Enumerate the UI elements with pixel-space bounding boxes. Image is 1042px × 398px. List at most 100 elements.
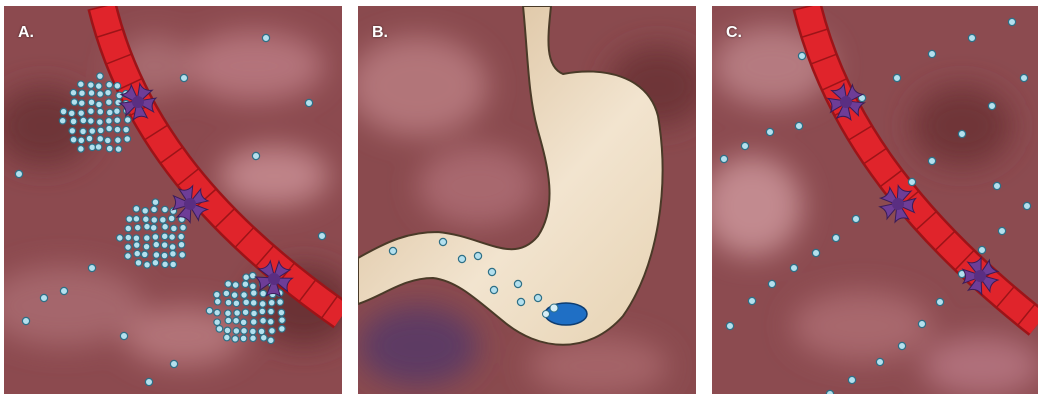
drug-particle	[812, 249, 819, 256]
drug-particle	[242, 281, 249, 288]
drug-particle	[250, 300, 257, 307]
drug-particle	[260, 334, 267, 341]
drug-particle	[60, 108, 67, 115]
drug-particle	[115, 99, 122, 106]
drug-particle	[141, 251, 148, 258]
panel-c: C.	[712, 6, 1038, 394]
drug-particle	[168, 215, 175, 222]
drug-particle	[279, 325, 286, 332]
drug-particle	[848, 376, 855, 383]
drug-particle	[268, 308, 275, 315]
drug-particle	[389, 247, 396, 254]
drug-particle	[267, 318, 274, 325]
drug-particle	[318, 232, 325, 239]
drug-particle	[251, 310, 258, 317]
drug-particle	[89, 144, 96, 151]
drug-particle	[214, 309, 221, 316]
drug-particle	[126, 216, 133, 223]
drug-particle	[169, 244, 176, 251]
drug-particle	[233, 300, 240, 307]
drug-particle	[150, 224, 157, 231]
drug-particle	[59, 117, 66, 124]
drug-particle	[97, 108, 104, 115]
drug-particle	[993, 182, 1000, 189]
drug-particle	[171, 225, 178, 232]
drug-particle	[1008, 18, 1015, 25]
drug-particle	[240, 335, 247, 342]
drug-particle	[170, 360, 177, 367]
drug-particle	[534, 294, 541, 301]
drug-particle	[78, 100, 85, 107]
drug-particle	[968, 34, 975, 41]
drug-particle	[134, 224, 141, 231]
drug-particle	[170, 261, 177, 268]
drug-particle	[998, 227, 1005, 234]
drug-particle	[125, 234, 132, 241]
tablet-bubble	[543, 311, 550, 318]
drug-particle	[162, 206, 169, 213]
drug-particle	[88, 264, 95, 271]
drug-particle	[1023, 202, 1030, 209]
drug-particle	[928, 157, 935, 164]
drug-particle	[133, 216, 140, 223]
drug-particle	[231, 292, 238, 299]
drug-particle	[116, 235, 123, 242]
drug-particle	[225, 310, 232, 317]
drug-particle	[153, 241, 160, 248]
drug-particle	[517, 298, 524, 305]
drug-particle	[78, 110, 85, 117]
drug-particle	[243, 299, 250, 306]
drug-particle	[144, 223, 151, 230]
drug-particle	[279, 317, 286, 324]
drug-particle	[474, 252, 481, 259]
drug-particle	[826, 390, 833, 394]
drug-particle	[143, 216, 150, 223]
drug-particle	[153, 252, 160, 259]
drug-particle	[80, 117, 87, 124]
drug-particle	[115, 137, 122, 144]
drug-particle	[105, 89, 112, 96]
panel-a-illustration	[4, 6, 342, 394]
drug-particle	[86, 135, 93, 142]
panel-b-label: B.	[372, 24, 388, 42]
drug-particle	[206, 307, 213, 314]
panel-b: B.	[358, 6, 696, 394]
drug-particle	[928, 50, 935, 57]
drug-particle	[97, 136, 104, 143]
drug-particle	[978, 246, 985, 253]
drug-particle	[768, 280, 775, 287]
drug-particle	[216, 326, 223, 333]
drug-particle	[124, 136, 131, 143]
drug-particle	[70, 136, 77, 143]
drug-particle	[152, 259, 159, 266]
panel-a-label: A.	[18, 24, 34, 42]
drug-particle	[78, 146, 85, 153]
drug-particle	[458, 255, 465, 262]
drug-particle	[178, 241, 185, 248]
drug-particle	[95, 144, 102, 151]
drug-particle	[876, 358, 883, 365]
panel-b-illustration	[358, 6, 696, 394]
drug-particle	[268, 299, 275, 306]
drug-particle	[250, 319, 257, 326]
drug-particle	[224, 334, 231, 341]
drug-particle	[832, 234, 839, 241]
drug-particle	[114, 83, 121, 90]
drug-particle	[151, 206, 158, 213]
drug-particle	[259, 308, 266, 315]
drug-particle	[988, 102, 995, 109]
drug-particle	[225, 317, 232, 324]
panel-c-illustration	[712, 6, 1038, 394]
drug-particle	[70, 118, 77, 125]
drug-particle	[250, 335, 257, 342]
drug-particle	[439, 238, 446, 245]
drug-particle	[162, 223, 169, 230]
drug-particle	[114, 108, 121, 115]
drug-particle	[15, 170, 22, 177]
drug-particle	[161, 242, 168, 249]
drug-particle	[232, 282, 239, 289]
drug-particle	[125, 253, 132, 260]
drug-particle	[180, 74, 187, 81]
drug-particle	[269, 328, 276, 335]
drug-particle	[88, 90, 95, 97]
